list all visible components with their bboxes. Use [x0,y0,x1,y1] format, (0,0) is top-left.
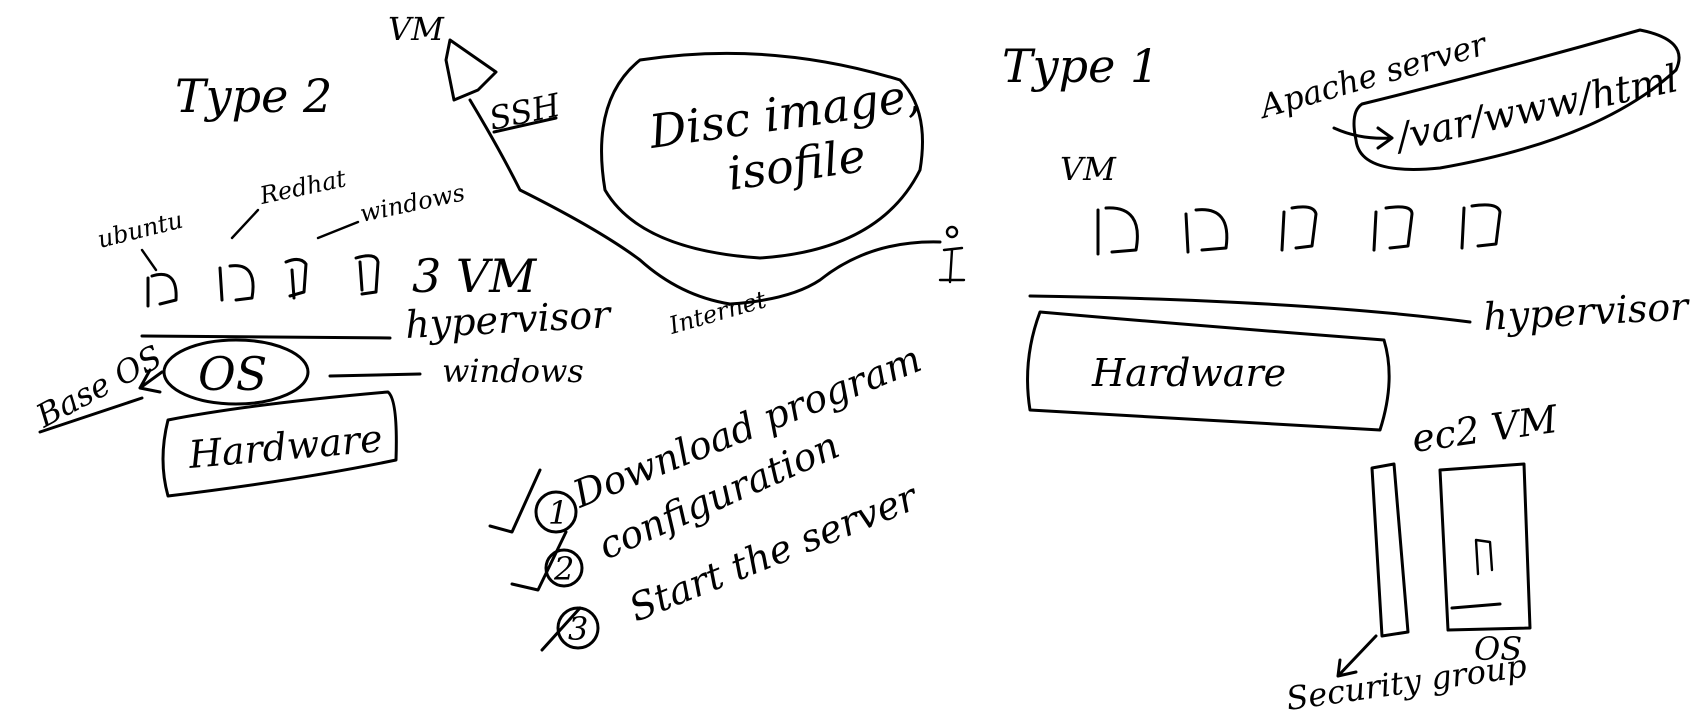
ec2-instance-box [1438,462,1532,632]
type2-vm-count: 3 VM [412,249,538,303]
step3-circle [556,606,600,650]
type2-vm-shapes [146,254,380,308]
type2-hypervisor-line [140,334,392,340]
type2-hardware-box [161,390,398,498]
type2-windows-line [328,372,422,378]
type2-windows-label: windows [442,352,584,390]
disc-image-ellipse [600,51,924,260]
mid-vm-label: VM [388,10,445,48]
base-os-arrow [138,368,164,394]
step1-checkmark [488,468,542,534]
ec2-os-label: OS [1474,630,1522,668]
ec2-inner-vm [1474,538,1494,576]
step2-circle [544,548,584,588]
type2-title: Type 2 [175,69,332,123]
mid-vm-shape [444,38,498,102]
type1-vm-label: VM [1060,150,1117,188]
type2-os-ellipse [162,338,310,406]
security-group-label: Security group [1284,647,1529,717]
security-group-shape [1370,462,1410,638]
type1-vm-shapes [1096,203,1502,256]
type2-pointer-redhat [230,208,260,240]
step3-mark [540,606,582,652]
step1-number: 1 [548,494,568,532]
base-os-label: Base OS [29,338,168,436]
type1-hypervisor-label: hypervisor [1482,284,1691,339]
step1-circle [534,490,578,534]
ec2-vm-label: ec2 VM [1409,397,1561,461]
user-person-icon [938,225,966,284]
type1-title: Type 1 [1002,39,1159,93]
ec2-inner-underline [1450,602,1502,610]
internet-connection-line [468,98,942,306]
step2-number: 2 [553,550,574,588]
type2-vm-label-windows: windows [357,178,467,228]
ssh-underline [492,116,558,134]
type2-pointer-windows [316,220,360,240]
type1-hardware-label: Hardware [1091,351,1286,395]
path-arrow [1332,126,1394,150]
type1-hardware-box [1026,310,1391,432]
type2-pointer-ubuntu [140,248,158,272]
internet-label: Internet [665,285,770,340]
type2-vm-label-ubuntu: ubuntu [95,206,186,254]
type2-hypervisor-label: hypervisor [404,292,614,347]
type2-os-label: OS [198,347,267,401]
type1-hypervisor-line [1028,294,1472,324]
security-group-arrow [1336,634,1378,678]
type2-vm-label-redhat: Redhat [256,164,348,210]
step3-number: 3 [568,610,588,648]
base-os-underline [38,396,144,434]
path-ellipse [1352,28,1681,171]
